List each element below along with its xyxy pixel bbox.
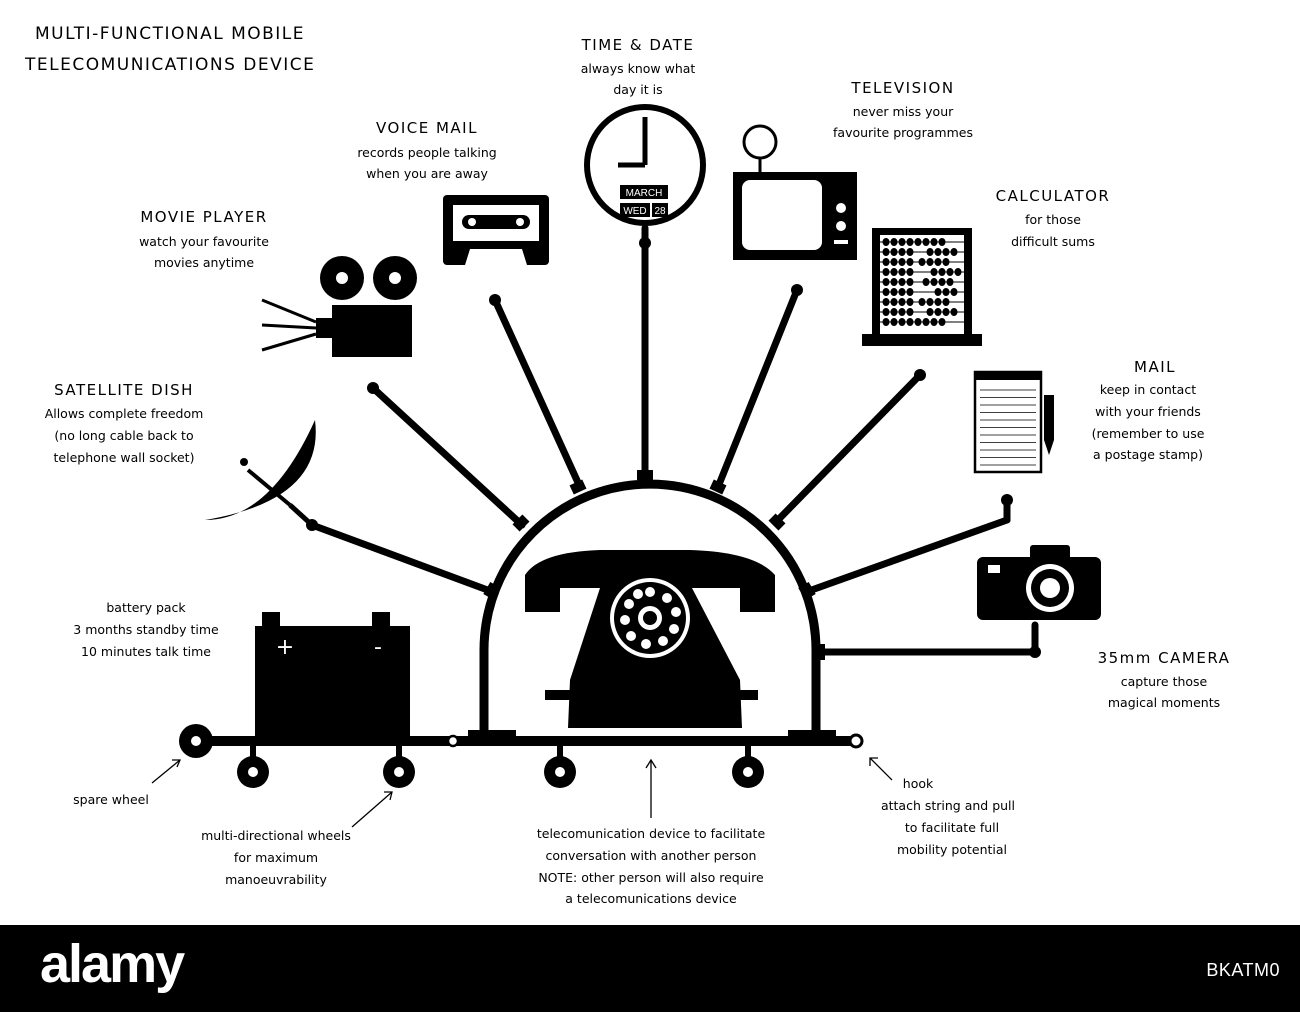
battery-icon: + - (255, 612, 410, 736)
mail-line-1: keep in contact (1100, 382, 1196, 397)
notepad-mail-icon (975, 372, 1054, 472)
camera-line-1: capture those (1121, 674, 1208, 689)
rotary-telephone-icon (525, 550, 775, 728)
wheel-icon (237, 744, 269, 788)
label-wheels: multi-directional wheels for maximum man… (201, 828, 351, 887)
movie-camera-icon (262, 256, 417, 357)
television-line-1: never miss your (853, 104, 954, 119)
satellite-line-3: telephone wall socket) (54, 450, 195, 465)
label-time-date: TIME & DATE always know what day it is (581, 36, 696, 97)
hook-line-4: mobility potential (897, 842, 1007, 857)
battery-line-2: 3 months standby time (73, 622, 219, 637)
device-line-3: NOTE: other person will also require (538, 870, 764, 885)
satellite-heading: SATELLITE DISH (54, 381, 194, 399)
time-date-heading: TIME & DATE (581, 36, 695, 54)
label-battery: battery pack 3 months standby time 10 mi… (73, 600, 219, 659)
camera-heading: 35mm CAMERA (1098, 649, 1231, 667)
television-icon (733, 126, 857, 260)
television-heading: TELEVISION (850, 79, 954, 97)
television-line-2: favourite programmes (833, 125, 973, 140)
time-date-line-1: always know what (581, 61, 696, 76)
time-date-line-2: day it is (613, 82, 662, 97)
movie-player-line-1: watch your favourite (139, 234, 269, 249)
calculator-line-1: for those (1025, 212, 1081, 227)
wheel-icon (544, 744, 576, 788)
device-line-1: telecomunication device to facilitate (537, 826, 766, 841)
battery-minus-label: - (374, 635, 382, 660)
hook-line-3: to facilitate full (905, 820, 999, 835)
label-hook: hook attach string and pull to facilitat… (881, 776, 1015, 857)
satellite-dish-icon (205, 420, 316, 525)
wheels-line-1: multi-directional wheels (201, 828, 351, 843)
battery-line-3: 10 minutes talk time (81, 644, 211, 659)
mail-heading: MAIL (1134, 358, 1176, 376)
image-code: BKATM0 (1206, 960, 1280, 981)
mail-line-2: with your friends (1095, 404, 1201, 419)
device-line-4: a telecomunications device (565, 891, 737, 906)
hook-line-2: attach string and pull (881, 798, 1015, 813)
label-voice-mail: VOICE MAIL records people talking when y… (357, 119, 496, 181)
device-line-2: conversation with another person (546, 848, 757, 863)
satellite-line-2: (no long cable back to (54, 428, 193, 443)
wheels-line-2: for maximum (234, 850, 318, 865)
mail-line-3: (remember to use (1092, 426, 1205, 441)
title-line-2: TELECOMUNICATIONS DEVICE (24, 55, 315, 75)
hook-line-1: hook (903, 776, 934, 791)
clock-month: MARCH (626, 188, 663, 199)
wheel-icon (383, 744, 415, 788)
label-television: TELEVISION never miss your favourite pro… (833, 79, 973, 140)
label-satellite-dish: SATELLITE DISH Allows complete freedom (… (45, 381, 204, 465)
clock-icon: MARCH WED 28 (587, 107, 703, 223)
calculator-heading: CALCULATOR (996, 187, 1111, 205)
battery-line-1: battery pack (106, 600, 186, 615)
clock-date: 28 (654, 206, 666, 217)
movie-player-heading: MOVIE PLAYER (140, 208, 267, 226)
movie-player-line-2: movies anytime (154, 255, 254, 270)
label-movie-player: MOVIE PLAYER watch your favourite movies… (139, 208, 269, 270)
spare-wheel-icon (179, 724, 213, 758)
wheel-icon (732, 744, 764, 788)
title-line-1: MULTI-FUNCTIONAL MOBILE (35, 24, 305, 44)
label-mail: MAIL keep in contact with your friends (… (1092, 358, 1205, 462)
battery-plus-label: + (276, 635, 294, 660)
spare-wheel-label: spare wheel (73, 792, 149, 807)
label-camera: 35mm CAMERA capture those magical moment… (1098, 649, 1231, 710)
clock-day: WED (623, 206, 646, 217)
voice-mail-line-1: records people talking (357, 145, 496, 160)
photo-camera-icon (977, 545, 1101, 620)
voice-mail-heading: VOICE MAIL (376, 119, 478, 137)
calculator-line-2: difficult sums (1011, 234, 1095, 249)
mail-line-4: a postage stamp) (1093, 447, 1203, 462)
wheels-line-3: manoeuvrability (225, 872, 327, 887)
camera-line-2: magical moments (1108, 695, 1220, 710)
abacus-calculator-icon (862, 228, 982, 346)
voice-mail-line-2: when you are away (366, 166, 488, 181)
label-device: telecomunication device to facilitate co… (537, 826, 766, 906)
label-calculator: CALCULATOR for those difficult sums (996, 187, 1111, 249)
alamy-logo: alamy (40, 933, 183, 995)
cassette-icon (443, 195, 549, 265)
footer-bar: alamy BKATM0 (0, 925, 1300, 1012)
satellite-line-1: Allows complete freedom (45, 406, 204, 421)
